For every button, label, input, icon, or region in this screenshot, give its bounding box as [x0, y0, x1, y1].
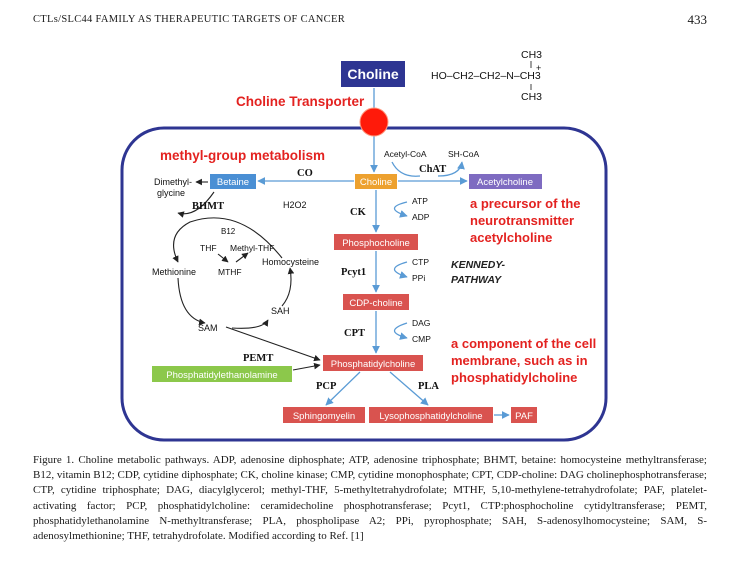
enzyme-labels: BHMT CO PEMT ChAT CK Pcyt1 CPT PCP PLA [192, 164, 446, 392]
methyl-cycle-arrows [172, 178, 321, 371]
node-sphingomyelin-box [283, 407, 365, 423]
label-ctp: CTP [412, 257, 429, 267]
node-phosphocholine-box [334, 234, 418, 250]
annotation-precursor-3: acetylcholine [470, 230, 552, 245]
label-dimethylglycine-2: glycine [157, 188, 185, 198]
arc-methylthf [235, 252, 249, 263]
figure-caption: Figure 1. Choline metabolic pathways. AD… [33, 454, 707, 543]
annotation-precursor-1: a precursor of the [470, 196, 581, 211]
node-lysophosphatidylcholine: Lysophosphatidylcholine [379, 411, 482, 422]
enzyme-co: CO [297, 168, 313, 179]
node-phosphatidylcholine: Phosphatidylcholine [331, 359, 416, 370]
curve-shcoa [437, 161, 465, 177]
label-sam: SAM [198, 323, 218, 333]
node-paf: PAF [515, 411, 533, 422]
node-phosphatidylcholine-box [323, 355, 423, 371]
label-sh-coa: SH-CoA [448, 149, 480, 159]
curve-ctp-ppi [393, 261, 408, 279]
choline-transporter-icon [359, 107, 389, 137]
label-mthf: MTHF [218, 267, 242, 277]
node-sphingomyelin: Sphingomyelin [293, 411, 355, 422]
label-ppi: PPi [412, 273, 425, 283]
enzyme-chat: ChAT [419, 164, 446, 175]
arc-sah-homocysteine [281, 267, 295, 307]
pathway-labels: Dimethyl- glycine H2O2 B12 THF Methyl-TH… [152, 149, 480, 344]
label-methionine: Methionine [152, 267, 196, 277]
node-betaine-box [210, 174, 256, 189]
label-acetyl-coa: Acetyl-CoA [384, 149, 427, 159]
choline-pathway-figure: Choline CH3 HO–CH2–CH2–N–CH3 + CH3 Choli… [120, 49, 608, 442]
label-adp: ADP [412, 212, 430, 222]
arc-methionine-sam [177, 277, 206, 326]
enzyme-pemt: PEMT [243, 353, 273, 364]
enzyme-bhmt: BHMT [192, 201, 224, 212]
arc-b12-thf [217, 253, 229, 263]
node-phosphatidylethanolamine: Phosphatidylethanolamine [166, 370, 277, 381]
label-b12: B12 [221, 227, 236, 236]
node-phosphocholine: Phosphocholine [342, 238, 410, 249]
methyl-group-metabolism-label: methyl-group metabolism [160, 148, 325, 163]
arrow-sam-pc [225, 326, 321, 362]
annotation-component-1: a component of the cell [451, 336, 596, 351]
choline-structural-formula: CH3 HO–CH2–CH2–N–CH3 + CH3 [431, 49, 542, 103]
choline-transporter-label: Choline Transporter [236, 94, 365, 109]
curve-dag-cmp [393, 322, 408, 340]
arrow-pe-pc [292, 362, 321, 371]
node-acetylcholine-box [469, 174, 542, 189]
node-paf-box [511, 407, 537, 423]
kennedy-label-1: KENNEDY- [451, 259, 506, 271]
choline-title-box [341, 61, 405, 87]
page-number: 433 [687, 12, 708, 27]
label-dag: DAG [412, 318, 430, 328]
enzyme-pcp: PCP [316, 381, 337, 392]
formula-ch3-top: CH3 [521, 49, 542, 61]
label-cmp: CMP [412, 334, 431, 344]
label-dimethylglycine-1: Dimethyl- [154, 177, 192, 187]
red-annotations: a precursor of the neurotransmitter acet… [451, 196, 596, 385]
annotation-component-2: membrane, such as in [451, 353, 588, 368]
node-choline-box [355, 174, 397, 189]
enzyme-pla: PLA [418, 381, 439, 392]
enzyme-cpt: CPT [344, 328, 365, 339]
node-cdp-choline-box [343, 294, 409, 310]
arc-sam-sah [231, 319, 269, 329]
label-sah: SAH [271, 306, 290, 316]
node-cdp-choline: CDP-choline [349, 298, 402, 309]
formula-charge: + [536, 63, 541, 73]
curve-atp-adp [393, 201, 408, 218]
label-h2o2: H2O2 [283, 200, 307, 210]
enzyme-pcyt1: Pcyt1 [341, 267, 366, 278]
node-choline: Choline [360, 177, 392, 188]
enzyme-ck: CK [350, 207, 367, 218]
label-atp: ATP [412, 196, 428, 206]
label-methyl-thf: Methyl-THF [230, 243, 274, 253]
curve-acetylcoa [391, 161, 421, 177]
choline-title: Choline [347, 66, 399, 82]
label-thf: THF [200, 243, 217, 253]
node-acetylcholine: Acetylcholine [477, 177, 533, 188]
formula-ch3-bottom: CH3 [521, 91, 542, 103]
arrow-pc-lyso [389, 371, 429, 406]
page-header: CTLs/SLC44 FAMILY AS THERAPEUTIC TARGETS… [33, 12, 707, 30]
main-pathway-arrows [257, 161, 510, 419]
formula-chain: HO–CH2–CH2–N–CH3 [431, 70, 541, 82]
annotation-component-3: phosphatidylcholine [451, 370, 577, 385]
label-homocysteine: Homocysteine [262, 257, 319, 267]
node-lysophosphatidylcholine-box [369, 407, 493, 423]
arc-bhmt [177, 191, 215, 218]
arc-homocysteine-methionine [172, 217, 283, 263]
kennedy-pathway-label: KENNEDY- PATHWAY [451, 259, 506, 286]
annotation-precursor-2: neurotransmitter [470, 213, 574, 228]
kennedy-label-2: PATHWAY [451, 274, 502, 286]
node-betaine: Betaine [217, 177, 249, 188]
running-title: CTLs/SLC44 FAMILY AS THERAPEUTIC TARGETS… [33, 14, 346, 25]
arrow-pc-sphingomyelin [325, 371, 361, 406]
node-phosphatidylethanolamine-box [152, 366, 292, 382]
